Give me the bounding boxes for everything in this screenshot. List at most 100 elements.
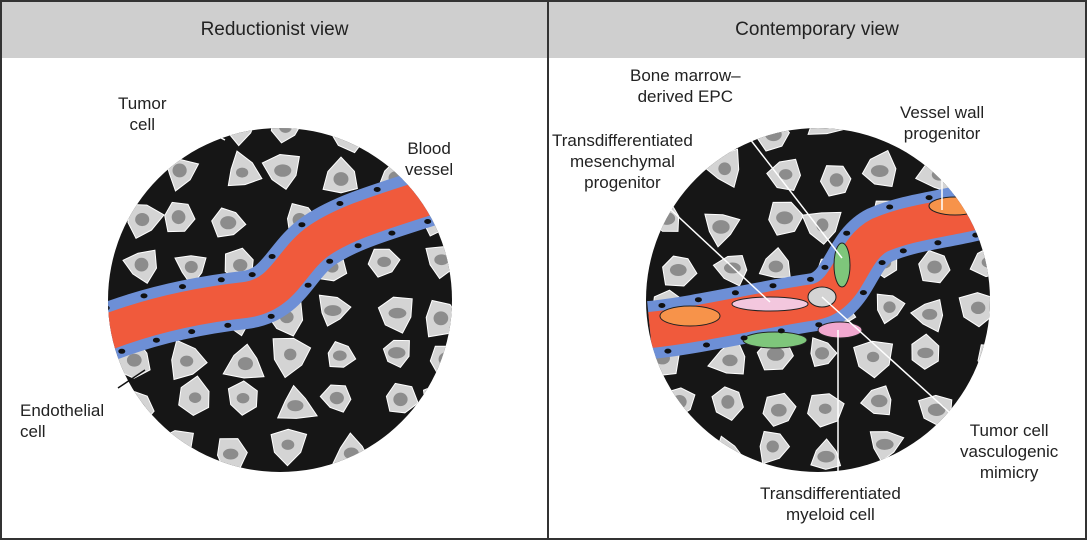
leader-tumor-cell: [200, 127, 225, 140]
endothelial-cell-nucleus: [336, 201, 343, 206]
tumor-cell-nucleus: [172, 210, 186, 224]
endothelial-cell-nucleus: [118, 349, 125, 354]
tumor-cell-nucleus: [871, 395, 888, 407]
mesenchymal-progenitor-cell: [732, 297, 808, 311]
endothelial-cell-nucleus: [268, 314, 275, 319]
endothelial-cell-nucleus: [778, 328, 785, 333]
tumor-cell-nucleus: [670, 264, 687, 276]
tumor-cell-nucleus: [720, 448, 733, 462]
tumor-cell-nucleus: [171, 440, 185, 452]
vessel-wall-progenitor-cell: [929, 197, 981, 215]
tumor-cell-nucleus: [330, 392, 344, 404]
tumor-cell-nucleus: [671, 442, 688, 455]
tumor-cell: [980, 162, 1008, 194]
endothelial-cell-nucleus: [886, 205, 893, 210]
label-endothelial-cell: Endothelial cell: [20, 400, 104, 442]
tumor-cell-nucleus: [382, 451, 395, 463]
tumor-cell-nucleus: [136, 447, 149, 457]
endothelial-cell-nucleus: [843, 231, 850, 236]
tumor-cell-nucleus: [712, 220, 729, 234]
endothelial-cell-nucleus: [298, 222, 305, 227]
epc-cell: [743, 332, 807, 348]
tumor-cell-nucleus: [982, 257, 995, 268]
tumor-cell-nucleus: [816, 218, 828, 231]
tumor-cell-nucleus: [439, 353, 452, 366]
tumor-cell: [375, 440, 408, 474]
endothelial-cell-nucleus: [326, 259, 333, 264]
tumor-cell-nucleus: [429, 126, 446, 136]
tumor-cell-nucleus: [871, 165, 889, 177]
endothelial-cell-nucleus: [695, 297, 702, 302]
endothelial-cell-nucleus: [188, 329, 195, 334]
label-tumor-cell: Tumor cell: [118, 93, 167, 135]
endothelial-cell-nucleus: [374, 187, 381, 192]
endothelial-cell-nucleus: [815, 322, 822, 327]
tumor-cell-nucleus: [172, 123, 187, 134]
label-myeloid-cell: Transdifferentiated myeloid cell: [760, 483, 901, 525]
tumor-cell-nucleus: [434, 254, 448, 265]
tumor-cell-nucleus: [971, 302, 985, 314]
tumor-cell-nucleus: [721, 395, 734, 409]
tumor-cell: [808, 100, 843, 134]
endothelial-cell-nucleus: [934, 240, 941, 245]
tumor-cell: [424, 384, 456, 415]
endothelial-cell-nucleus: [355, 243, 362, 248]
tumor-cell-nucleus: [231, 119, 247, 133]
tumor-cell-nucleus: [771, 404, 787, 417]
tumor-cell-nucleus: [713, 119, 730, 131]
tumor-cell-nucleus: [284, 349, 296, 361]
tumor-cell-nucleus: [129, 402, 145, 416]
tumor-cell-nucleus: [237, 393, 250, 403]
tumor-cell-nucleus: [173, 164, 187, 178]
tumor-cell-nucleus: [389, 308, 407, 319]
tumor-cell-nucleus: [765, 128, 782, 141]
tumor-cell-nucleus: [819, 404, 832, 414]
tumor-cell-nucleus: [967, 396, 982, 407]
tumor-cell-nucleus: [722, 355, 737, 366]
tumor-cell-nucleus: [135, 258, 149, 272]
tumor-cell-nucleus: [377, 257, 391, 267]
tumor-cell-nucleus: [434, 311, 449, 325]
tumor-cell-nucleus: [984, 173, 999, 185]
label-blood-vessel: Blood vessel: [405, 138, 453, 180]
tumor-cell: [377, 101, 414, 142]
tumor-cell-nucleus: [672, 395, 687, 408]
tumor-cell-nucleus: [917, 348, 933, 358]
tumor-cell-nucleus: [767, 441, 779, 453]
tumor-cell-nucleus: [223, 449, 238, 460]
tumor-cell-nucleus: [341, 128, 355, 141]
endothelial-cell-nucleus: [103, 306, 110, 311]
endothelial-cell-nucleus: [224, 323, 231, 328]
endothelial-cell-nucleus: [269, 254, 276, 259]
tumor-cell-nucleus: [127, 354, 142, 367]
tumor-cell: [975, 200, 1006, 229]
tumor-cell: [158, 431, 193, 468]
tumor-cell-nucleus: [929, 451, 942, 463]
tumor-cell-nucleus: [830, 173, 844, 186]
tumor-cell-nucleus: [238, 357, 253, 370]
tumor-cell-nucleus: [767, 348, 784, 361]
endothelial-cell-nucleus: [388, 231, 395, 236]
tumor-cell-nucleus: [430, 393, 447, 405]
tumor-cell-nucleus: [876, 439, 894, 450]
tumor-cell-nucleus: [220, 216, 236, 229]
tumor-cell: [664, 434, 696, 464]
endothelial-cell-nucleus: [821, 265, 828, 270]
endothelial-cell-nucleus: [926, 195, 933, 200]
endothelial-cell-nucleus: [879, 260, 886, 265]
myeloid-cell: [818, 322, 862, 338]
endothelial-cell-nucleus: [664, 349, 671, 354]
tumor-cell: [423, 438, 451, 470]
tumor-cell-nucleus: [185, 261, 198, 273]
tumor-cell-nucleus: [718, 162, 731, 175]
tumor-cell-nucleus: [883, 301, 895, 313]
endothelial-cell-nucleus: [141, 293, 148, 298]
tumor-cell-nucleus: [769, 261, 783, 273]
tumor-cell-nucleus: [180, 356, 193, 367]
endothelial-cell-nucleus: [972, 233, 979, 238]
endothelial-cell-nucleus: [770, 283, 777, 288]
endothelial-cell-nucleus: [424, 219, 431, 224]
tumor-cell-nucleus: [817, 451, 834, 463]
